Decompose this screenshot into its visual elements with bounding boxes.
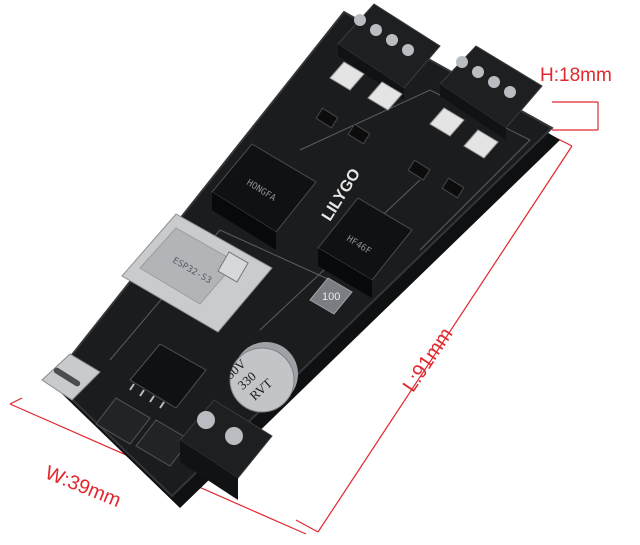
length-tick-bottom bbox=[295, 519, 319, 533]
screw-icon bbox=[225, 427, 243, 445]
height-dimension-label: H:18mm bbox=[540, 65, 612, 86]
white-components bbox=[329, 61, 499, 159]
length-line bbox=[317, 145, 573, 533]
terminal-block-right bbox=[439, 45, 543, 140]
relay-right: HF46F bbox=[317, 197, 413, 298]
screw-icon bbox=[472, 66, 484, 78]
qr-code-icon bbox=[217, 251, 249, 283]
power-terminal bbox=[179, 399, 273, 500]
screw-icon bbox=[386, 34, 398, 46]
screw-icon bbox=[488, 76, 500, 88]
screw-icon bbox=[370, 24, 382, 36]
smd-parts bbox=[315, 107, 465, 199]
screw-icon bbox=[456, 56, 468, 68]
inductor: 100 bbox=[309, 277, 353, 315]
relay-left: HONGFA bbox=[211, 143, 317, 250]
screw-icon bbox=[504, 86, 516, 98]
ic-chip bbox=[129, 343, 207, 409]
usb-c-connector bbox=[41, 353, 101, 401]
inductor-mark: 100 bbox=[322, 291, 340, 303]
screw-icon bbox=[197, 411, 215, 429]
esp32-module: ESP32-S3 bbox=[121, 213, 273, 333]
screw-icon bbox=[402, 44, 414, 56]
width-tick-left bbox=[9, 397, 23, 405]
screw-icon bbox=[354, 14, 366, 26]
